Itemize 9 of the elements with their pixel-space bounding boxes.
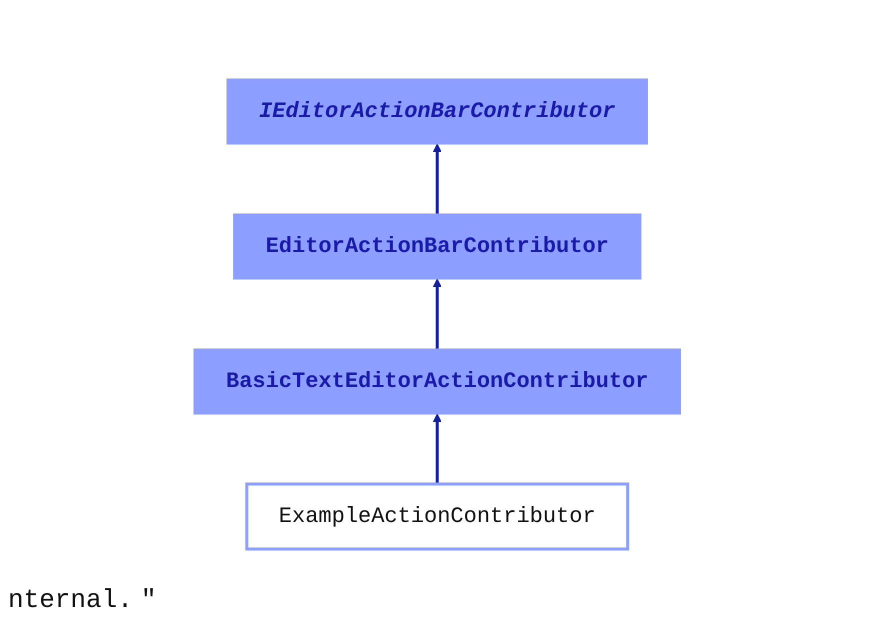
node-box: ExampleActionContributor <box>245 482 629 550</box>
node-box: BasicTextEditorActionContributor <box>193 348 681 414</box>
arrow <box>432 278 442 348</box>
node-box: EditorActionBarContributor <box>232 213 642 279</box>
arrow <box>432 413 442 484</box>
code-text: " <box>140 585 156 615</box>
code-text: nternal. <box>8 585 133 615</box>
arrow <box>432 143 442 214</box>
node-box: IEditorActionBarContributor <box>226 78 648 144</box>
